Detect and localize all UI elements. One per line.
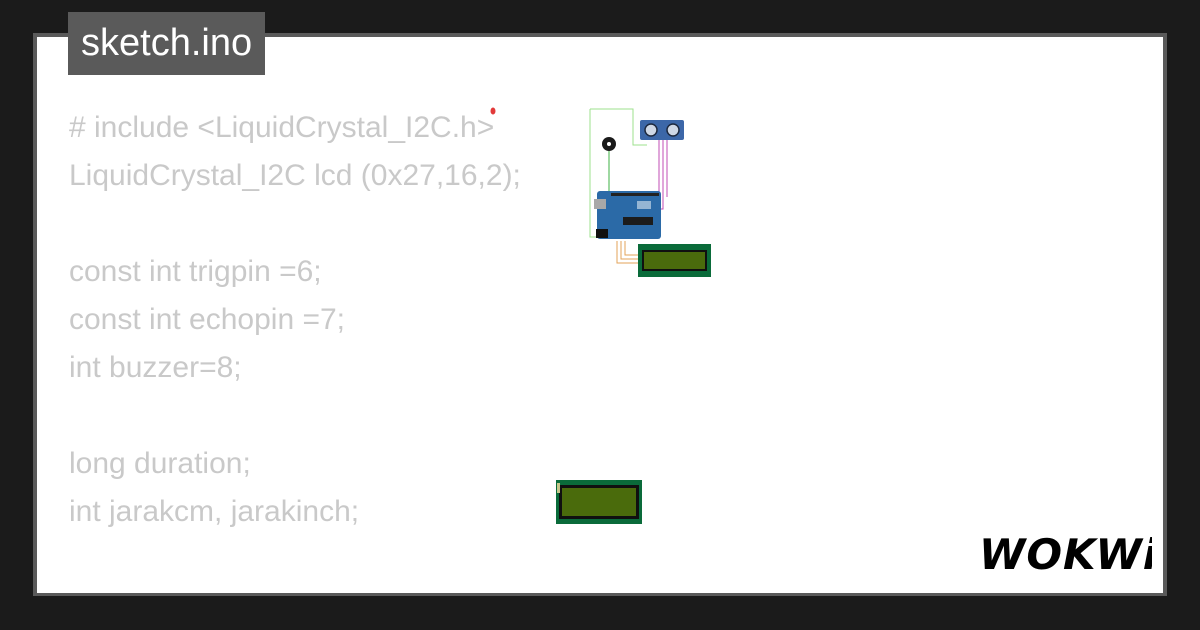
code-line bbox=[69, 392, 521, 440]
wires bbox=[589, 108, 668, 264]
page-title: sketch.ino bbox=[68, 12, 266, 75]
code-line: long duration; bbox=[69, 447, 251, 480]
bottom-bar bbox=[0, 596, 1200, 630]
lcd-display-i2c bbox=[638, 244, 711, 277]
code-line bbox=[69, 200, 521, 248]
wokwi-logo: WOKWi bbox=[979, 530, 1152, 579]
code-line: void setup() { bbox=[69, 584, 521, 593]
ultrasonic-sensor bbox=[640, 120, 684, 140]
code-line: # include <LiquidCrystal_I2C.h> bbox=[69, 111, 495, 144]
code-snippet: # include <LiquidCrystal_I2C.h> LiquidCry… bbox=[69, 104, 521, 593]
code-line: const int echopin =7; bbox=[69, 303, 346, 336]
buzzer bbox=[602, 137, 616, 151]
svg-text:WOKWi: WOKWi bbox=[979, 530, 1152, 579]
code-line: int buzzer=8; bbox=[69, 351, 242, 384]
preview-card: # include <LiquidCrystal_I2C.h> LiquidCry… bbox=[37, 37, 1163, 593]
code-line: int jarakcm, jarakinch; bbox=[69, 495, 360, 528]
code-line: const int trigpin =6; bbox=[69, 255, 322, 288]
code-line bbox=[69, 536, 521, 584]
lcd-display bbox=[556, 480, 642, 524]
code-line: LiquidCrystal_I2C lcd (0x27,16,2); bbox=[69, 159, 521, 192]
arduino-board bbox=[594, 191, 661, 239]
